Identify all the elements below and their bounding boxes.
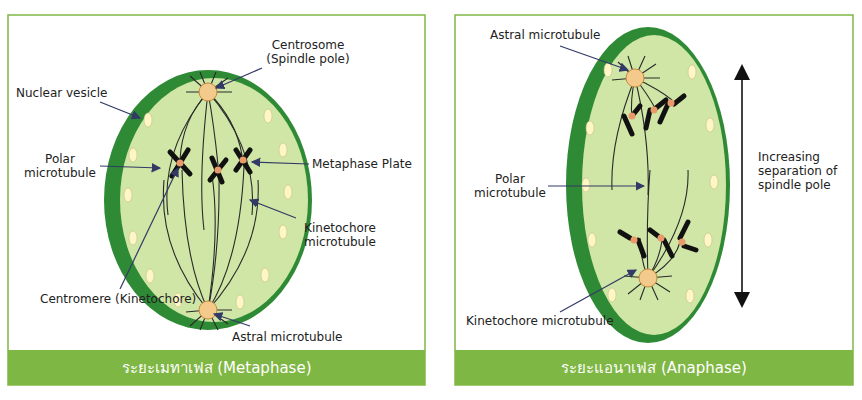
part-label: Increasing separation of spindle pole — [758, 150, 850, 192]
leader-lines — [100, 68, 309, 326]
caption-text: ระยะแอนาเฟส (Anaphase) — [561, 356, 747, 380]
part-label: Centrosome (Spindle pole) — [248, 38, 368, 66]
separation-arrow — [741, 72, 743, 300]
part-label: Nuclear vesicle — [16, 86, 126, 100]
part-label: Metaphase Plate — [312, 157, 422, 171]
caption-text: ระยะเมทาเฟส (Metaphase) — [122, 356, 312, 380]
caption-band: ระยะเมทาเฟส (Metaphase) — [8, 350, 425, 385]
part-label: Kinetochore microtubule — [290, 221, 390, 249]
part-label: Astral microtubule — [232, 330, 372, 344]
part-label: Polar microtubule — [472, 172, 548, 200]
caption-band: ระยะแอนาเฟส (Anaphase) — [455, 350, 853, 385]
part-label: Polar microtubule — [20, 152, 100, 180]
part-label: Kinetochore microtubule — [466, 314, 646, 328]
part-label: Centromere (Kinetochore) — [40, 292, 220, 306]
metaphase-cell — [104, 70, 312, 330]
part-label: Astral microtubule — [490, 28, 630, 42]
leader-lines — [548, 46, 644, 312]
